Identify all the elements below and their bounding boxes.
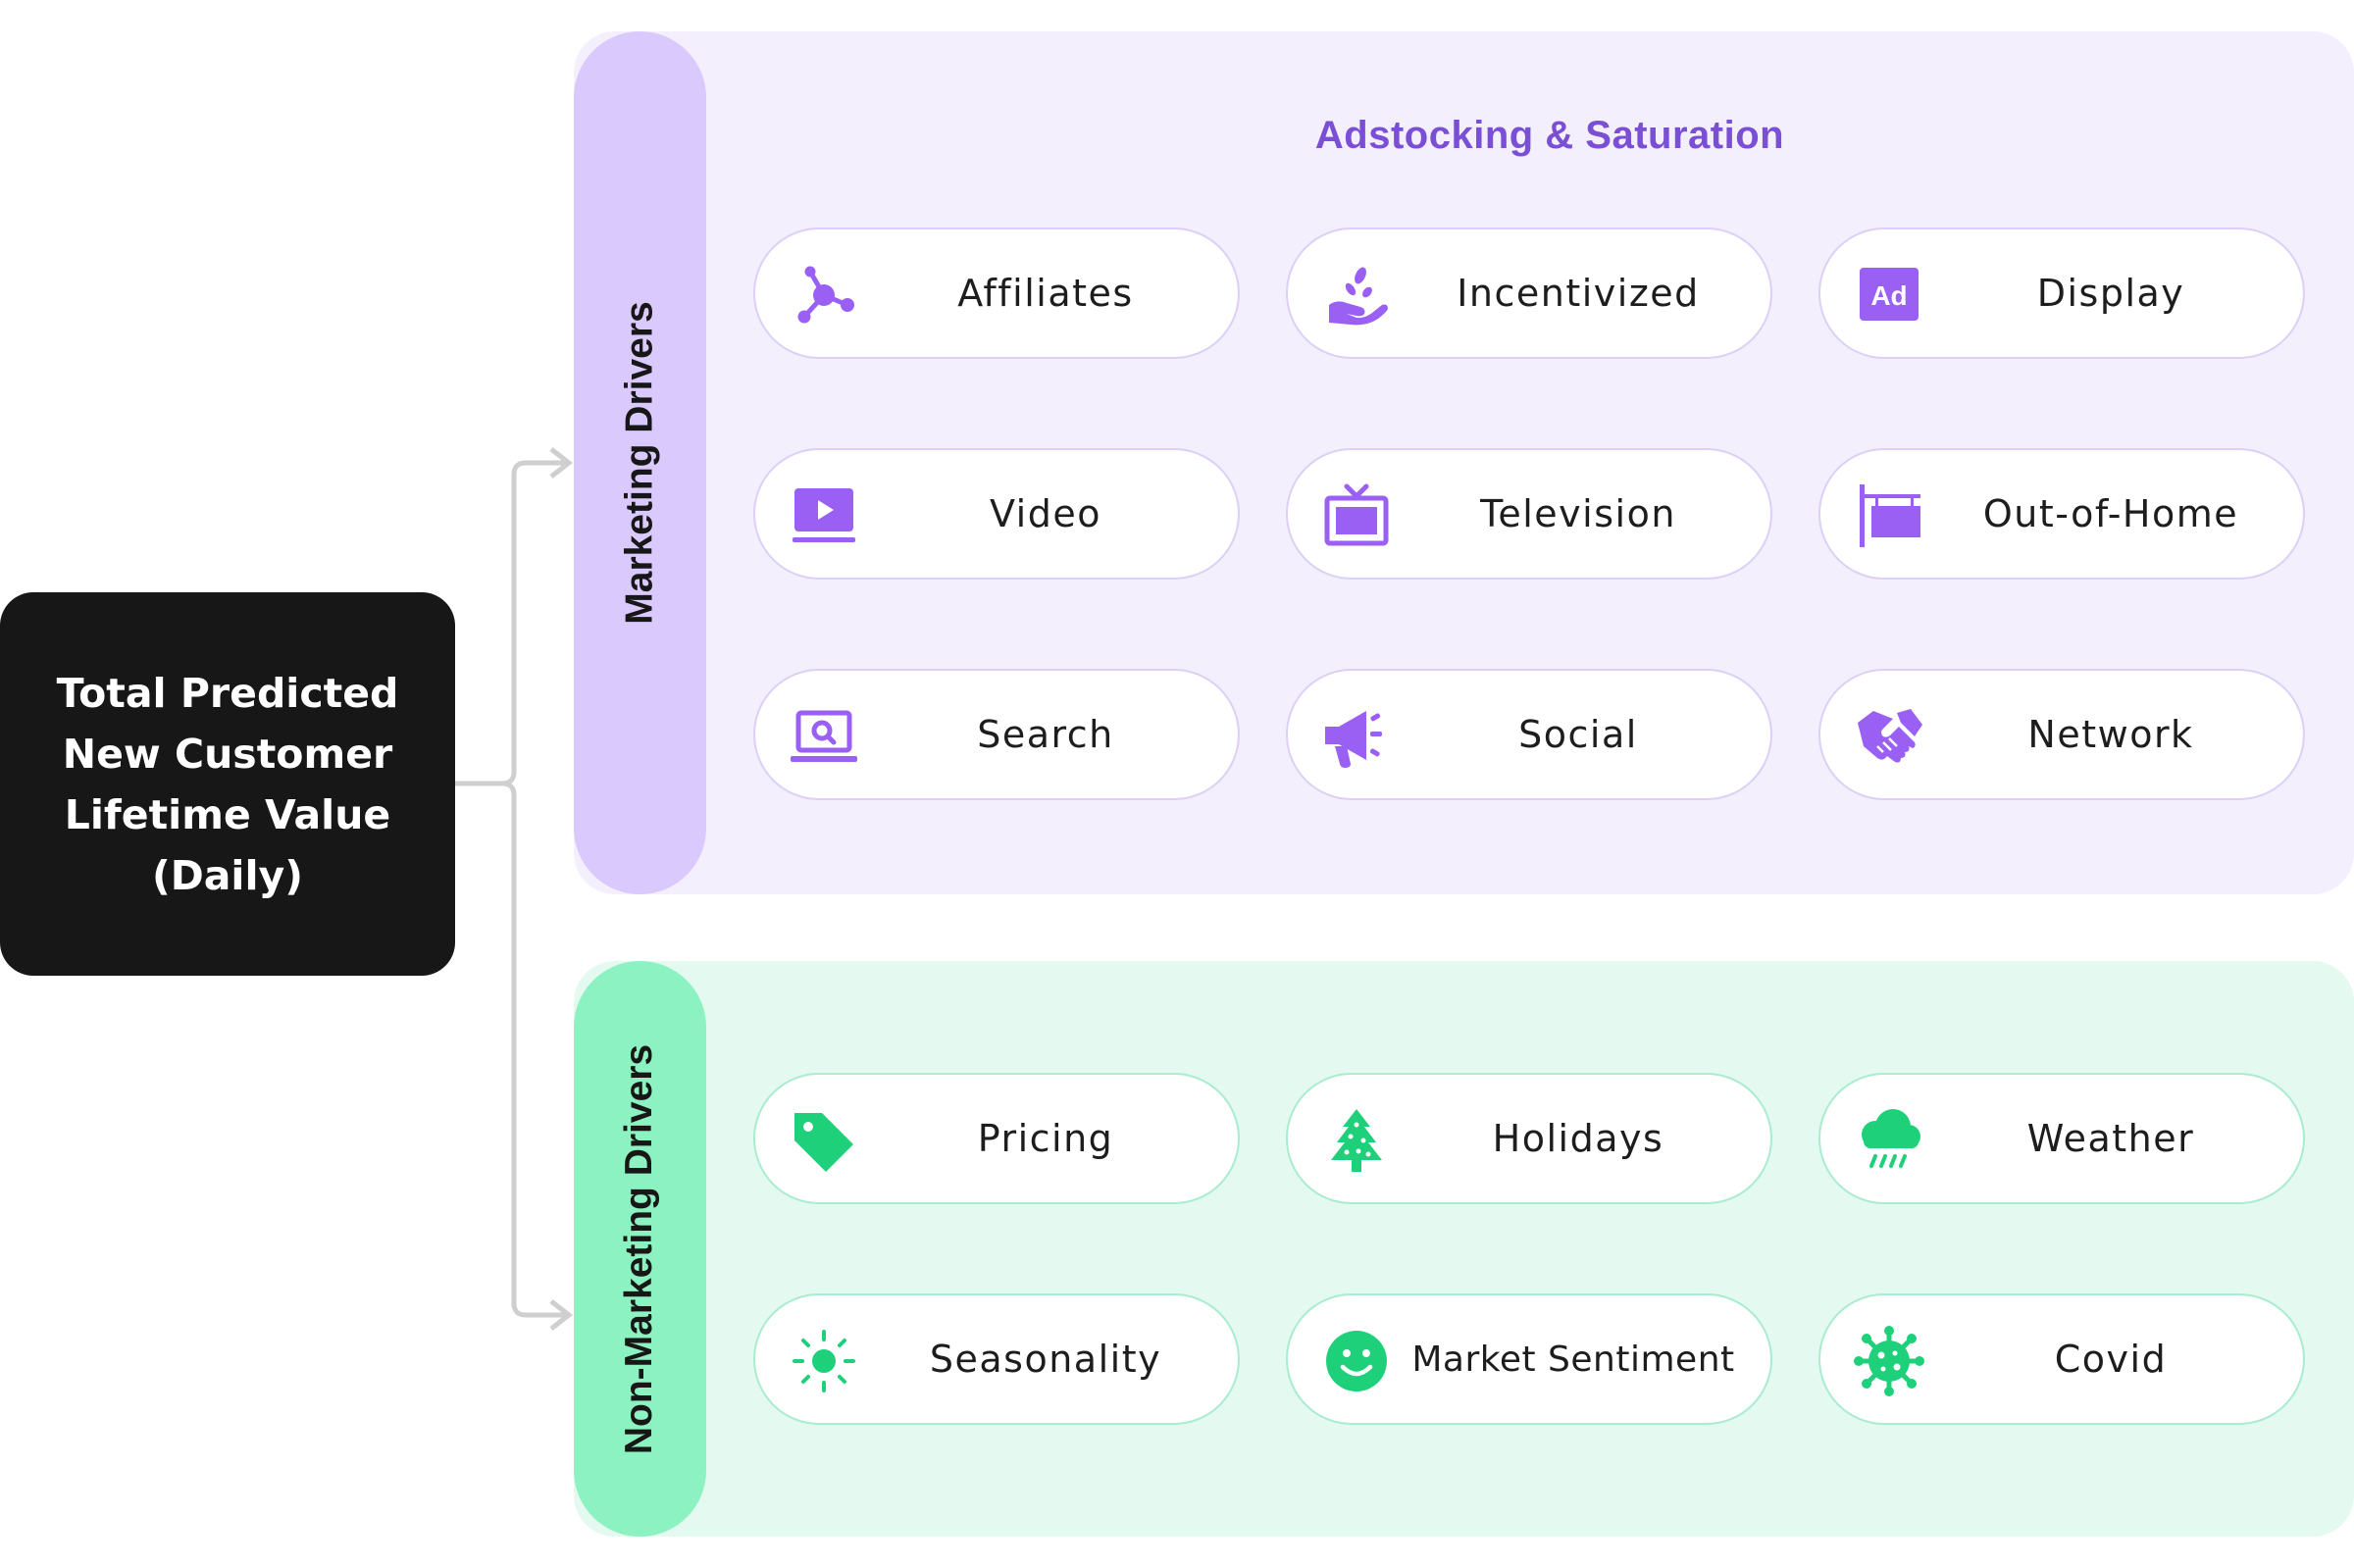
driver-pill-seasonality: Seasonality [753,1293,1240,1425]
driver-label: Weather [2026,1117,2195,1160]
section-title: Adstocking & Saturation [1314,114,1785,157]
driver-label: Seasonality [929,1338,1162,1381]
billboard-sign-icon [1860,484,1920,547]
driver-pill-pricing: Pricing [753,1073,1240,1204]
driver-label: Social [1518,713,1638,756]
non-marketing-rail-label: Non-Marketing Drivers [618,1043,661,1454]
christmas-tree-icon [1331,1109,1382,1172]
driver-pill-out-of-home: Out-of-Home [1818,448,2305,580]
root-node: Total Predicted New Customer Lifetime Va… [0,592,455,976]
driver-label: Network [2027,713,2194,756]
root-label: Total Predicted New Customer Lifetime Va… [56,669,399,899]
connector-to-non-marketing [455,781,567,1318]
driver-label: Market Sentiment [1411,1339,1735,1380]
driver-label: Out-of-Home [1982,492,2239,535]
driver-label: Display [2036,272,2185,315]
laptop-search-icon [791,710,857,762]
driver-pill-display: Ad Display [1818,228,2305,359]
driver-pill-affiliates: Affiliates [753,228,1240,359]
arrowhead-non-marketing [549,1299,574,1331]
arrowhead-marketing [549,447,574,479]
driver-pill-incentivized: Incentivized [1286,228,1772,359]
driver-label: Television [1480,492,1676,535]
driver-pill-search: Search [753,669,1240,800]
hand-coins-icon [1329,267,1388,326]
driver-label: Video [990,492,1101,535]
non-marketing-rail: Non-Marketing Drivers [574,961,706,1537]
affiliate-network-icon [797,266,854,324]
driver-label: Covid [2054,1338,2168,1381]
megaphone-icon [1325,711,1382,768]
driver-pill-video: Video [753,448,1240,580]
connector-to-marketing [455,460,567,786]
driver-label: Holidays [1492,1117,1664,1160]
television-icon [1324,483,1389,546]
video-play-icon [793,488,855,542]
driver-pill-social: Social [1286,669,1772,800]
driver-label: Incentivized [1457,272,1700,315]
driver-pill-weather: Weather [1818,1073,2305,1204]
sun-icon [793,1330,855,1392]
svg-text:Ad: Ad [1870,280,1907,311]
price-tag-icon [794,1113,853,1172]
driver-label: Search [977,713,1114,756]
handshake-icon [1858,709,1922,763]
driver-pill-network: Network [1818,669,2305,800]
driver-pill-covid: Covid [1818,1293,2305,1425]
rain-cloud-icon [1862,1109,1920,1168]
smiley-face-icon [1326,1331,1387,1391]
driver-pill-holidays: Holidays [1286,1073,1772,1204]
virus-icon [1854,1326,1924,1396]
marketing-rail-label: Marketing Drivers [618,301,661,625]
driver-pill-market-sentiment: Market Sentiment [1286,1293,1772,1425]
driver-label: Pricing [977,1117,1114,1160]
marketing-rail: Marketing Drivers [574,31,706,894]
ad-badge-icon: Ad [1860,268,1919,321]
driver-label: Affiliates [957,272,1134,315]
non-marketing-panel [574,961,2354,1537]
driver-pill-television: Television [1286,448,1772,580]
